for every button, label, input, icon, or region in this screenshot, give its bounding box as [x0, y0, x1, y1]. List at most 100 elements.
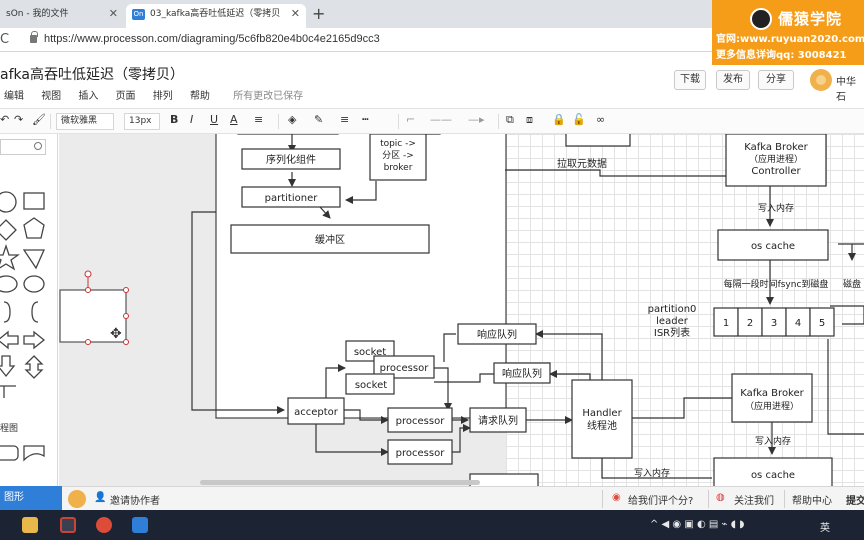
line-style-icon[interactable]: ┅: [362, 113, 369, 126]
document-title[interactable]: afka高吞吐低延迟（零拷贝）: [0, 67, 184, 83]
browser-tab-my-files[interactable]: sOn - 我的文件 ✕: [0, 4, 124, 28]
redo-icon[interactable]: ↷: [14, 113, 24, 126]
menu-insert[interactable]: 插入: [78, 91, 99, 102]
brace-left-shape-icon[interactable]: [31, 301, 39, 323]
align-icon[interactable]: ≡: [254, 113, 264, 126]
follow-us-button[interactable]: 关注我们: [734, 496, 774, 507]
fill-color-icon[interactable]: ◈: [288, 113, 297, 126]
circle-shape-icon[interactable]: [0, 191, 17, 213]
triangle-shape-icon[interactable]: [22, 249, 46, 270]
bold-button[interactable]: B: [170, 113, 179, 126]
menu-view[interactable]: 视图: [41, 91, 62, 102]
avatar[interactable]: [68, 490, 86, 508]
segment-cell[interactable]: [761, 307, 787, 337]
document-shape-icon[interactable]: [23, 445, 45, 462]
link-icon[interactable]: ∞: [596, 113, 606, 126]
os-cache-node[interactable]: [717, 229, 829, 261]
font-family-select[interactable]: 微软雅黑: [56, 113, 114, 130]
request-queue-node[interactable]: [469, 407, 527, 433]
bring-front-icon[interactable]: ⧉: [506, 113, 514, 126]
format-painter-icon[interactable]: 🖌: [32, 113, 46, 126]
file-explorer-icon[interactable]: [22, 517, 38, 533]
processor-node[interactable]: [387, 439, 453, 465]
rectangle-shape-icon[interactable]: [23, 192, 45, 210]
diamond-shape-icon[interactable]: [0, 219, 17, 241]
close-tab-icon[interactable]: ✕: [290, 7, 300, 20]
app-icon[interactable]: [132, 517, 148, 533]
controller-broker-node[interactable]: [725, 134, 827, 187]
unlock-shape-icon[interactable]: 🔓: [572, 113, 586, 126]
rotate-handle[interactable]: [84, 270, 92, 278]
resize-handle[interactable]: [123, 287, 129, 293]
more-shapes-button[interactable]: 图形: [0, 486, 62, 510]
bottom-broker-node[interactable]: [731, 373, 813, 423]
system-tray-icons[interactable]: ^ ◀ ◉ ▣ ◐ ▤ ⌁ ◖ ◗: [650, 519, 745, 530]
processor-node[interactable]: [373, 355, 435, 379]
media-app-icon[interactable]: [60, 517, 76, 533]
left-arrow-shape-icon[interactable]: [0, 330, 19, 350]
font-size-select[interactable]: 13px: [124, 113, 160, 130]
corner-shape-icon[interactable]: [0, 385, 16, 398]
menu-edit[interactable]: 编辑: [4, 91, 24, 102]
processor-node[interactable]: [387, 407, 453, 433]
shape-search-input[interactable]: [0, 139, 46, 155]
help-center-button[interactable]: 帮助中心: [792, 496, 832, 507]
segment-cell[interactable]: [809, 307, 835, 337]
avatar[interactable]: [810, 69, 832, 91]
buffer-node[interactable]: [230, 224, 430, 254]
undo-icon[interactable]: ↶: [0, 113, 10, 126]
reload-icon[interactable]: C: [0, 32, 10, 47]
down-arrow-shape-icon[interactable]: [0, 355, 16, 378]
user-name[interactable]: 中华石: [836, 77, 856, 103]
publish-button[interactable]: 发布: [716, 70, 750, 90]
selected-shape[interactable]: ✥: [59, 270, 129, 345]
line-end-icon[interactable]: —▸: [468, 113, 485, 126]
menu-arrange[interactable]: 排列: [152, 91, 173, 102]
line-start-icon[interactable]: ——: [430, 113, 452, 126]
connector-type-icon[interactable]: ⌐: [406, 113, 416, 126]
socket-node[interactable]: [345, 373, 395, 395]
os-cache-node[interactable]: [713, 457, 833, 486]
resize-handle[interactable]: [123, 339, 129, 345]
submit-button[interactable]: 提交: [846, 496, 864, 507]
cropped-metadata-node[interactable]: [565, 134, 631, 147]
right-arrow-shape-icon[interactable]: [23, 330, 46, 350]
response-queue-node[interactable]: [457, 323, 537, 345]
response-queue-node[interactable]: [493, 362, 551, 384]
resize-handle[interactable]: [123, 313, 129, 319]
flowchart-section-label[interactable]: 程图: [0, 424, 19, 434]
cropped-bottom-node[interactable]: [469, 473, 539, 486]
close-tab-icon[interactable]: ✕: [108, 7, 118, 20]
handler-pool-node[interactable]: [571, 379, 633, 459]
input-method-indicator[interactable]: 英: [820, 523, 830, 534]
italic-button[interactable]: I: [190, 113, 194, 126]
terminator-shape-icon[interactable]: [0, 445, 19, 461]
line-width-icon[interactable]: ≡: [340, 113, 350, 126]
chrome-icon[interactable]: [96, 517, 112, 533]
brace-shape-icon[interactable]: [3, 301, 11, 323]
canvas-horizontal-scrollbar[interactable]: [200, 480, 480, 485]
new-tab-icon[interactable]: +: [312, 4, 326, 23]
send-back-icon[interactable]: ⧈: [526, 113, 533, 126]
cloud-shape-icon[interactable]: [0, 275, 18, 293]
star-shape-icon[interactable]: [0, 243, 21, 271]
share-button[interactable]: 分享: [758, 70, 794, 90]
font-color-button[interactable]: A: [230, 113, 238, 126]
resize-handle[interactable]: [85, 339, 91, 345]
topic-metadata-node[interactable]: [369, 134, 427, 181]
browser-tab-active[interactable]: On 03_kafka高吞吐低延迟（零拷贝 ✕: [126, 4, 306, 28]
serializer-node[interactable]: [241, 148, 341, 170]
menu-page[interactable]: 页面: [115, 91, 136, 102]
download-button[interactable]: 下载: [674, 70, 706, 90]
selected-rectangle[interactable]: [59, 289, 127, 343]
menu-help[interactable]: 帮助: [189, 91, 210, 102]
lock-shape-icon[interactable]: 🔒: [552, 113, 566, 126]
segment-cell[interactable]: [713, 307, 739, 337]
underline-button[interactable]: U: [210, 113, 219, 126]
ellipse-shape-icon[interactable]: [23, 275, 45, 293]
rate-us-button[interactable]: 给我们评个分?: [628, 496, 694, 507]
updown-arrow-shape-icon[interactable]: [24, 355, 44, 379]
invite-collaborator-button[interactable]: 邀请协作者: [110, 496, 160, 507]
producer-container[interactable]: [215, 134, 507, 419]
url-field[interactable]: https://www.processon.com/diagraming/5c6…: [44, 33, 380, 45]
